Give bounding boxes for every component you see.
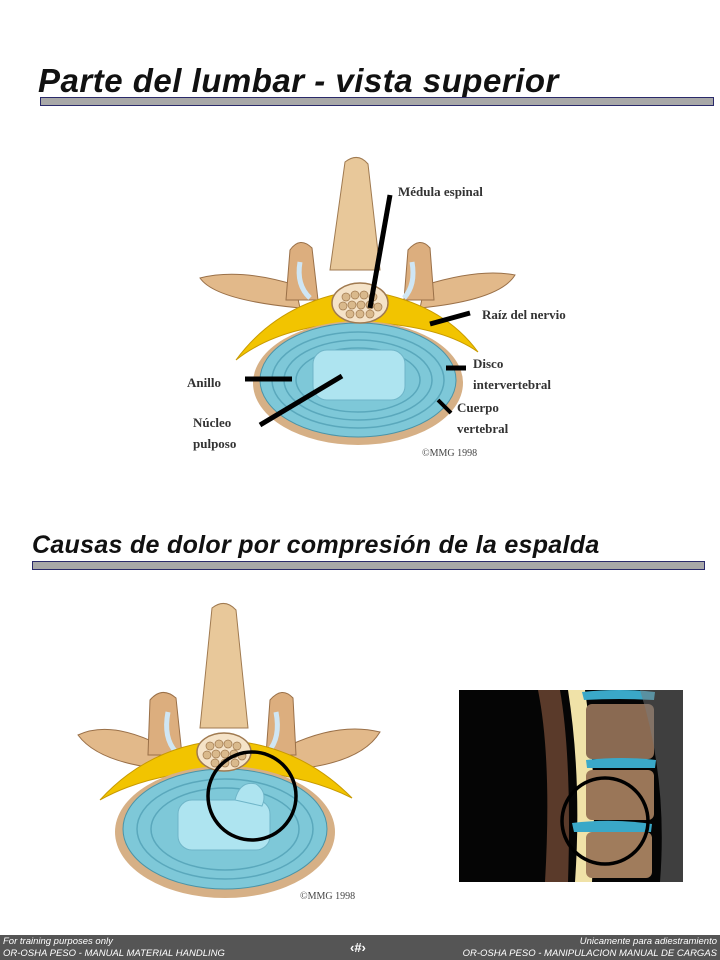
footer-right-line1: Unicamente para adiestramiento	[463, 936, 717, 948]
footer-right: Unicamente para adiestramiento OR-OSHA P…	[463, 936, 717, 960]
footer-bar: For training purposes only OR-OSHA PESO …	[0, 935, 720, 960]
footer-left-line1: For training purposes only	[3, 936, 225, 948]
page-number: ‹#›	[350, 940, 366, 955]
footer-left-line2: OR-OSHA PESO - MANUAL MATERIAL HANDLING	[3, 948, 225, 960]
footer-left: For training purposes only OR-OSHA PESO …	[3, 936, 225, 960]
footer-right-line2: OR-OSHA PESO - MANIPULACION MANUAL DE CA…	[463, 948, 717, 960]
